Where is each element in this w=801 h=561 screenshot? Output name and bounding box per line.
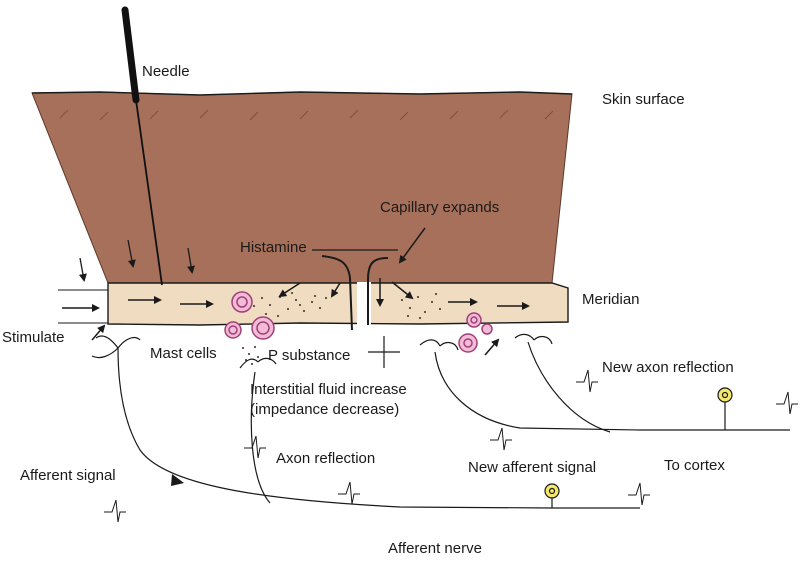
capillary-expands-label: Capillary expands [380,199,499,216]
signal-spike-icon [104,369,798,523]
meridian-band [107,282,569,326]
p-substance-marker [368,336,400,368]
capillary-wall-left [321,255,353,331]
mast-cells-label: Mast cells [150,345,217,362]
skin-surface-line [31,91,573,96]
interstitial-label-line2: (impedance decrease) [250,401,399,418]
stimulate-label: Stimulate [2,329,65,346]
needle-icon [121,6,163,286]
afferent-arrowhead [171,474,184,486]
afferent-signal-label: Afferent signal [20,467,116,484]
skin-surface-label: Skin surface [602,91,685,108]
histamine-dots [253,292,441,319]
meridian-entry-lines [58,289,108,324]
new-afferent-signal-label: New afferent signal [468,459,596,476]
nerve-node-icon [544,387,733,499]
to-cortex-label: To cortex [664,457,725,474]
meridian-label: Meridian [582,291,640,308]
histamine-label: Histamine [240,239,307,256]
flow-arrows [62,227,530,356]
mast-cell-icon [224,291,493,353]
skin-texture-marks [59,109,554,121]
needle-label: Needle [142,63,190,80]
capillary-wall-right [367,257,389,325]
arrow-icon [78,239,195,282]
new-axon-reflection-label: New axon reflection [602,359,734,376]
interstitial-label-line1: Interstitial fluid increase [250,381,407,398]
p-substance-label: P substance [268,347,350,364]
afferent-nerve-label: Afferent nerve [388,540,482,557]
axon-reflection-label: Axon reflection [276,450,375,467]
